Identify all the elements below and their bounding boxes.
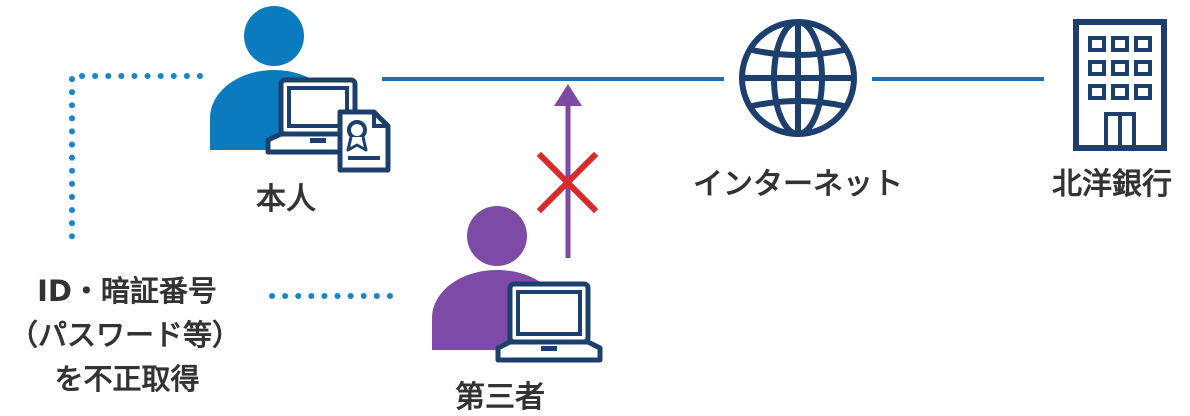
globe-icon (739, 19, 857, 137)
dotted-connector-principal (69, 73, 203, 243)
credentials-label-line2: （パスワード等） (9, 318, 241, 352)
principal-label: 本人 (256, 182, 316, 217)
internet-label: インターネット (693, 167, 903, 202)
laptop-icon-third-party (495, 281, 603, 363)
third-party-label: 第三者 (455, 380, 545, 415)
credentials-label-line3: を不正取得 (54, 362, 199, 396)
bank-label: 北洋銀行 (1052, 167, 1172, 202)
credentials-label-line1: ID・暗証番号 (37, 274, 217, 308)
certificate-icon (337, 109, 391, 173)
red-x-icon (536, 151, 599, 214)
office-building-icon (1073, 19, 1167, 151)
